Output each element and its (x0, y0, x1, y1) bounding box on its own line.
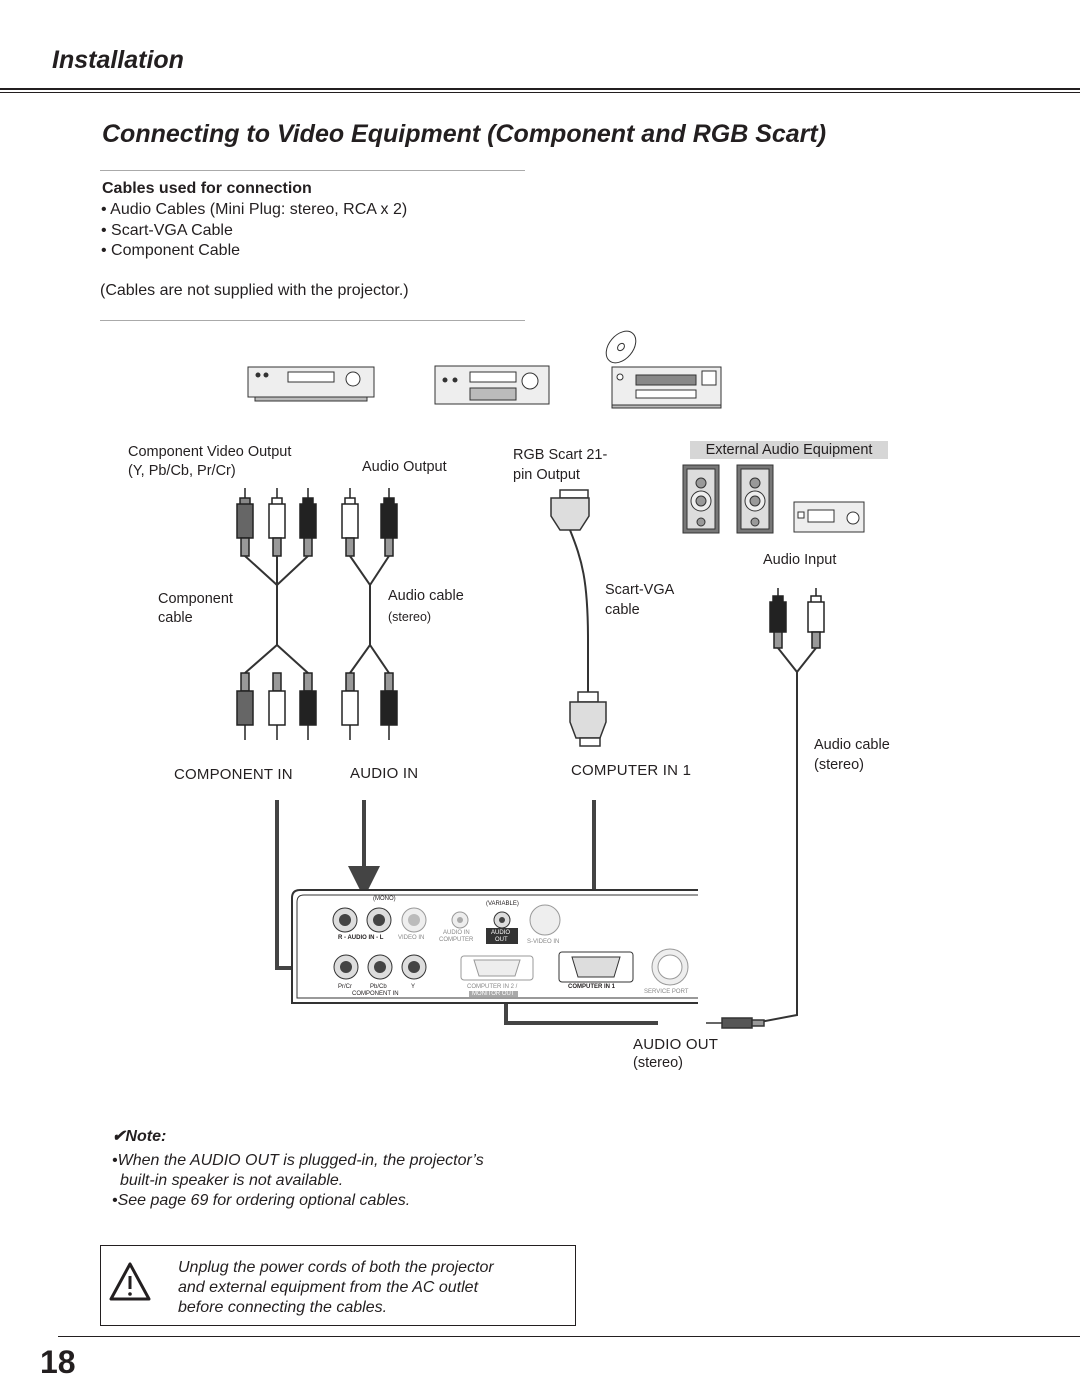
cable-item: • Component Cable (101, 242, 241, 259)
audio-output-label: Audio Output (362, 459, 447, 475)
component-cable-label: Component (158, 591, 233, 607)
audio-out-label: AUDIO OUT (633, 1036, 719, 1053)
panel-component-in-label: COMPONENT IN (352, 991, 399, 997)
audio-out-stereo-label: (stereo) (633, 1055, 683, 1071)
page-heading: Connecting to Video Equipment (Component… (102, 120, 827, 148)
audio-cable-wires (349, 555, 390, 674)
audio-input-label: Audio Input (763, 552, 837, 568)
cable-item: • Scart-VGA Cable (101, 221, 233, 239)
disc-icon (605, 330, 637, 364)
panel-mono-label: (MONO) (373, 896, 396, 902)
warning-icon (109, 1262, 151, 1301)
audio-in-label: AUDIO IN (350, 765, 419, 782)
panel-variable-label: (VARIABLE) (486, 901, 519, 907)
amplifier-icon (793, 501, 865, 533)
right-audio-cable-wire (759, 647, 817, 1023)
panel-pb-cb-label: Pb/Cb (370, 984, 387, 990)
footer-rule (58, 1336, 1080, 1337)
rgb-scart-label: RGB Scart 21- (513, 447, 608, 463)
panel-audio-in-label: R - AUDIO IN - L (338, 935, 384, 941)
component-output-label: Component Video Output (128, 444, 292, 460)
panel-service-port-label: SERVICE PORT (644, 989, 689, 995)
video-equipment-2-icon (434, 365, 550, 405)
speaker-left-icon (682, 464, 720, 534)
warning-line-2: and external equipment from the AC outle… (178, 1279, 479, 1296)
dvd-player-icon (611, 366, 722, 409)
warning-line-1: Unplug the power cords of both the proje… (178, 1259, 494, 1276)
audio-input-plugs (769, 588, 825, 649)
audio-cable-stereo-label: (stereo) (388, 610, 432, 624)
scart-plug-icon (550, 489, 590, 531)
cables-title: Cables used for connection (102, 180, 312, 197)
page-number: 18 (40, 1344, 76, 1380)
panel-s-video-label: S-VIDEO IN (527, 939, 560, 945)
cables-list: • Audio Cables (Mini Plug: stereo, RCA x… (101, 200, 407, 262)
component-in-label: COMPONENT IN (174, 766, 293, 783)
note-line-3: •See page 69 for ordering optional cable… (112, 1192, 411, 1209)
component-cable-plugs-bottom (236, 672, 317, 740)
scart-vga-cable-wire (569, 529, 589, 692)
header-rule-thin (0, 92, 1080, 93)
video-equipment-1-icon (247, 366, 375, 402)
panel-computer-in-1-label: COMPUTER IN 1 (568, 984, 616, 990)
warning-text: Unplug the power cords of both the proje… (178, 1258, 494, 1318)
warning-line-3: before connecting the cables. (178, 1299, 388, 1316)
scart-vga-cable-sub-label: cable (605, 602, 640, 618)
panel-audio-out-label: AUDIO (491, 930, 511, 936)
audio-cable-label: Audio cable (388, 588, 464, 604)
right-audio-cable-label: Audio cable (814, 737, 890, 753)
right-audio-cable-stereo-label: (stereo) (814, 757, 864, 773)
panel-y-label: Y (411, 984, 416, 990)
note-title: ✔Note: (112, 1128, 167, 1145)
panel-monitor-out-label: MONITOR OUT (469, 991, 518, 997)
component-output-sub-label: (Y, Pb/Cb, Pr/Cr) (128, 463, 236, 479)
mini-plug-icon (706, 1017, 765, 1029)
note-line-1: •When the AUDIO OUT is plugged-in, the p… (112, 1152, 484, 1169)
scart-vga-cable-label: Scart-VGA (605, 582, 675, 598)
computer-in-1-label: COMPUTER IN 1 (571, 762, 692, 779)
projector-rear-panel (291, 889, 698, 1004)
cable-item: • Audio Cables (Mini Plug: stereo, RCA x… (101, 201, 408, 218)
panel-video-in-label: VIDEO IN (398, 935, 425, 941)
cables-rule-bottom (100, 320, 525, 321)
speaker-right-icon (736, 464, 774, 534)
audio-cable-plugs-bottom (341, 672, 398, 740)
cables-rule-top (100, 170, 525, 171)
component-cable-wires (244, 555, 309, 674)
section-title: Installation (52, 46, 184, 74)
panel-audio-in-computer-label: AUDIO IN (443, 930, 470, 936)
rgb-scart-sub-label: pin Output (513, 467, 580, 483)
external-audio-label: External Audio Equipment (690, 441, 888, 459)
panel-computer-label: COMPUTER (439, 937, 474, 943)
cables-supplied-note: (Cables are not supplied with the projec… (100, 282, 409, 299)
panel-out-label: OUT (495, 937, 508, 943)
component-cable-plugs-top (236, 488, 317, 557)
warning-box (100, 1245, 576, 1326)
component-cable-sub-label: cable (158, 610, 193, 626)
panel-computer-in-2-label: COMPUTER IN 2 / (467, 984, 518, 990)
audio-cable-plugs-top (341, 488, 398, 557)
header-rule (0, 88, 1080, 90)
note-line-2: built-in speaker is not available. (120, 1172, 344, 1189)
vga-plug-icon (569, 691, 607, 747)
panel-pr-cr-label: Pr/Cr (338, 984, 352, 990)
